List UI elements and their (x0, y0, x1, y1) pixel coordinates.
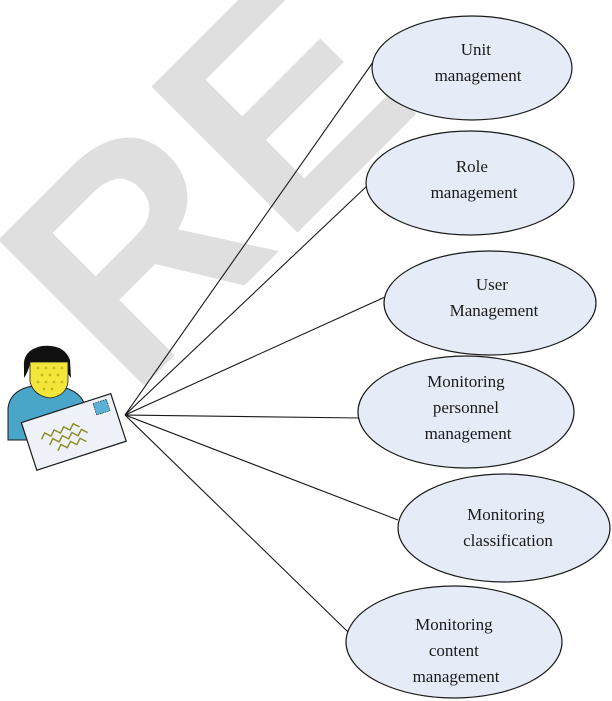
use-case-monitoring-personnel-management[interactable]: Monitoring personnel management (357, 355, 575, 469)
use-case-label-line: management (431, 183, 518, 202)
actor-hair-fringe (28, 356, 70, 364)
use-case-ellipse (397, 473, 611, 583)
letter-icon (20, 392, 127, 471)
use-case-ellipse (383, 250, 597, 356)
association-line-user-management (124, 296, 386, 416)
use-case-label-line: management (413, 667, 500, 686)
association-line-monitoring-personnel-management (124, 414, 361, 419)
use-case-label-line: management (425, 424, 512, 443)
user-with-letter-icon (7, 345, 127, 471)
use-case-label: Monitoring personnel management (425, 372, 512, 443)
use-case-ellipse (371, 15, 573, 121)
use-case-user-management[interactable]: User Management (383, 250, 597, 356)
association-line-monitoring-classification (124, 414, 399, 521)
use-case-label-line: classification (463, 531, 553, 550)
use-case-ellipse (357, 355, 575, 469)
letter-squiggle (49, 428, 89, 446)
use-case-label-line: Monitoring (467, 505, 545, 524)
letter-stamp (92, 398, 111, 416)
use-case-label-line: Monitoring (415, 615, 493, 634)
use-case-label-line: content (429, 641, 479, 660)
letter-squiggle (40, 422, 80, 440)
actor-face (29, 361, 69, 399)
use-case-unit-management[interactable]: Unit management (371, 15, 573, 121)
actor-face-pattern (36, 366, 64, 391)
use-case-label: User Management (450, 275, 539, 320)
use-case-label-line: Management (450, 301, 539, 320)
use-case-label-line: management (435, 66, 522, 85)
use-case-monitoring-classification[interactable]: Monitoring classification (397, 473, 611, 583)
use-case-label: Monitoring content management (413, 615, 500, 686)
use-case-label-line: personnel (433, 398, 499, 417)
use-case-label-line: Role (456, 157, 488, 176)
use-case-ellipse (365, 130, 575, 236)
use-case-label: Unit management (435, 40, 522, 85)
use-case-label: Monitoring classification (463, 505, 553, 550)
use-case-monitoring-content-management[interactable]: Monitoring content management (345, 585, 563, 699)
association-line-role-management (124, 184, 369, 416)
association-line-monitoring-content-management (124, 414, 349, 633)
use-case-label-line: User (476, 275, 508, 294)
association-line-unit-management (124, 54, 379, 416)
use-case-ellipse (345, 585, 563, 699)
use-case-label-line: Unit (461, 40, 492, 59)
use-case-label: Role management (431, 157, 518, 202)
use-case-role-management[interactable]: Role management (365, 130, 575, 236)
association-lines (124, 54, 399, 633)
use-case-label-line: Monitoring (427, 372, 505, 391)
letter-squiggle (57, 437, 87, 452)
